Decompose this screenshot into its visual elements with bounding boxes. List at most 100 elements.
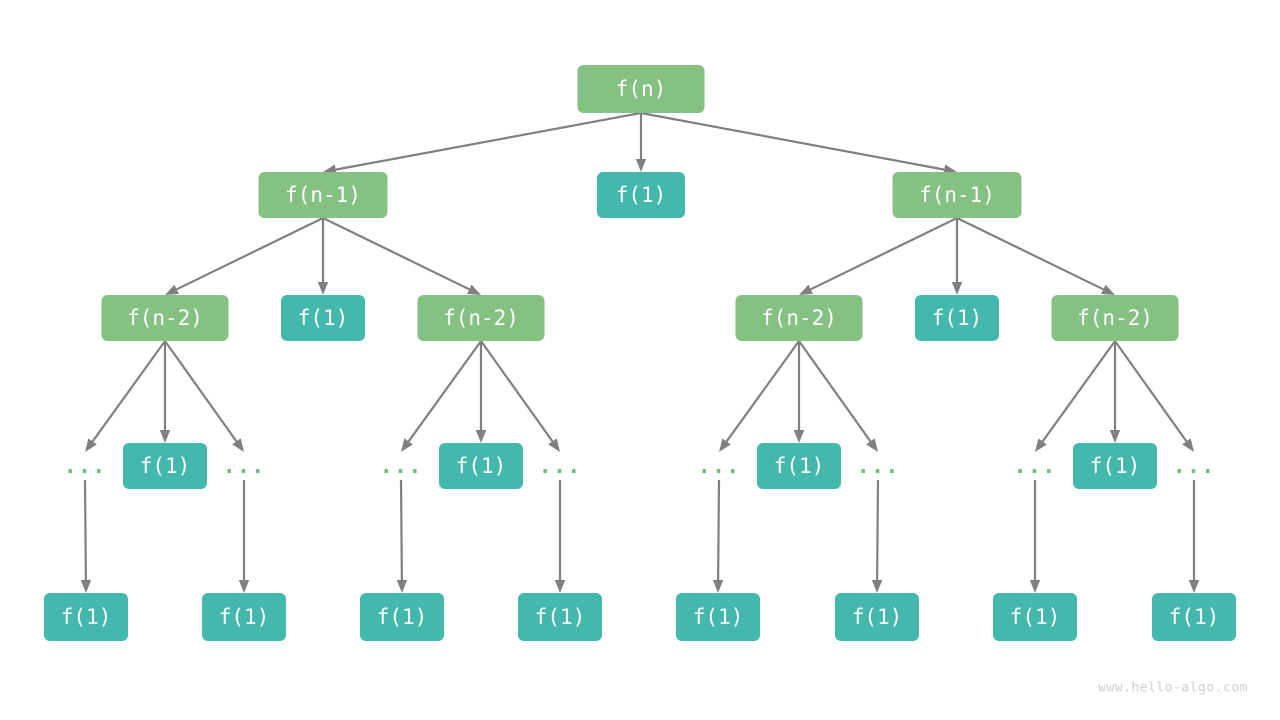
node-background <box>1152 593 1236 641</box>
node-label: f(1) <box>852 605 903 629</box>
edge-arrowhead-icon <box>1029 580 1041 593</box>
node-label: f(1) <box>535 605 586 629</box>
edge-arrowhead-icon <box>554 580 566 593</box>
node-label: f(1) <box>1010 605 1061 629</box>
tree-edge <box>1188 480 1200 593</box>
node-background <box>915 295 999 341</box>
tree-node-base-case[interactable]: f(1) <box>676 593 760 641</box>
tree-edge <box>165 217 324 295</box>
edge-arrowhead-icon <box>1035 438 1047 452</box>
tree-edge <box>396 479 408 593</box>
edge-arrowhead-icon <box>1109 430 1121 443</box>
edge-arrowhead-icon <box>951 282 963 295</box>
tree-node-recursive[interactable]: f(n-2) <box>1051 295 1179 341</box>
edge-line <box>1114 340 1188 443</box>
tree-node-recursive[interactable]: f(n) <box>577 65 705 113</box>
tree-node-base-case[interactable]: f(1) <box>993 593 1077 641</box>
node-background <box>1073 443 1157 489</box>
edge-arrowhead-icon <box>799 284 813 295</box>
edge-arrowhead-icon <box>548 438 560 452</box>
ellipsis-node[interactable]: ... <box>223 454 266 479</box>
edge-line <box>322 217 470 291</box>
edge-line <box>399 479 403 581</box>
edge-line <box>810 217 958 291</box>
watermark-label: www.hello-algo.com <box>1098 681 1248 696</box>
edge-arrowhead-icon <box>232 438 244 452</box>
tree-node-base-case[interactable]: f(1) <box>123 443 207 489</box>
tree-node-recursive[interactable]: f(n-1) <box>258 172 388 218</box>
edge-line <box>335 111 642 171</box>
tree-edge <box>322 217 481 295</box>
edge-arrowhead-icon <box>871 579 883 593</box>
edge-line <box>640 111 945 171</box>
ellipsis-node[interactable]: ... <box>857 454 900 479</box>
tree-node-recursive[interactable]: f(n-1) <box>892 172 1022 218</box>
tree-node-base-case[interactable]: f(1) <box>835 593 919 641</box>
tree-edge <box>712 479 724 593</box>
tree-edge <box>159 341 171 443</box>
ellipsis-label: ... <box>64 454 107 479</box>
ellipsis-node[interactable]: ... <box>698 454 741 479</box>
tree-node-base-case[interactable]: f(1) <box>597 172 685 218</box>
tree-edge <box>164 340 244 452</box>
tree-node-base-case[interactable]: f(1) <box>281 295 365 341</box>
ellipsis-node[interactable]: ... <box>539 454 582 479</box>
tree-node-base-case[interactable]: f(1) <box>1073 443 1157 489</box>
tree-edge <box>635 113 647 172</box>
edge-line <box>798 340 872 443</box>
edge-line <box>717 479 721 581</box>
tree-node-base-case[interactable]: f(1) <box>1152 593 1236 641</box>
edge-arrowhead-icon <box>635 159 647 172</box>
tree-edge <box>719 340 800 452</box>
tree-edge <box>1035 340 1116 452</box>
ellipsis-node[interactable]: ... <box>380 454 423 479</box>
tree-node-base-case[interactable]: f(1) <box>360 593 444 641</box>
tree-node-base-case[interactable]: f(1) <box>757 443 841 489</box>
edge-arrowhead-icon <box>866 438 878 452</box>
tree-node-base-case[interactable]: f(1) <box>518 593 602 641</box>
edge-line <box>176 217 324 291</box>
ellipsis-label: ... <box>1173 454 1216 479</box>
node-background <box>123 443 207 489</box>
tree-node-recursive[interactable]: f(n-2) <box>735 295 863 341</box>
tree-edge <box>640 111 957 175</box>
tree-edge <box>323 111 642 175</box>
edge-arrowhead-icon <box>1188 580 1200 593</box>
node-label: f(n-2) <box>761 306 837 330</box>
ellipsis-node[interactable]: ... <box>1173 454 1216 479</box>
node-background <box>360 593 444 641</box>
ellipsis-label: ... <box>380 454 423 479</box>
edge-arrowhead-icon <box>317 282 329 295</box>
tree-node-recursive[interactable]: f(n-2) <box>101 295 229 341</box>
edge-line <box>956 217 1104 291</box>
tree-edge <box>85 340 166 452</box>
node-label: f(1) <box>456 454 507 478</box>
node-background <box>44 593 128 641</box>
tree-node-base-case[interactable]: f(1) <box>44 593 128 641</box>
node-label: f(1) <box>377 605 428 629</box>
edge-arrowhead-icon <box>1182 438 1194 452</box>
node-background <box>993 593 1077 641</box>
tree-node-base-case[interactable]: f(1) <box>915 295 999 341</box>
edge-arrowhead-icon <box>80 579 92 593</box>
node-background <box>202 593 286 641</box>
tree-node-base-case[interactable]: f(1) <box>202 593 286 641</box>
edge-layer <box>80 111 1200 593</box>
tree-edge <box>80 479 92 593</box>
edge-line <box>407 340 482 443</box>
node-background <box>676 593 760 641</box>
tree-node-recursive[interactable]: f(n-2) <box>417 295 545 341</box>
edge-line <box>83 479 87 581</box>
tree-node-base-case[interactable]: f(1) <box>439 443 523 489</box>
ellipsis-node[interactable]: ... <box>1014 454 1057 479</box>
node-layer: f(n) f(n-1) f(1) f(n-1) f(n-2) f(1) f(n-2) f(n-… <box>44 65 1236 641</box>
node-label: f(1) <box>219 605 270 629</box>
node-background <box>735 295 863 341</box>
edge-line <box>480 340 554 443</box>
tree-edge <box>475 341 487 443</box>
edge-arrowhead-icon <box>159 430 171 443</box>
node-background <box>757 443 841 489</box>
edge-arrowhead-icon <box>85 438 97 452</box>
ellipsis-node[interactable]: ... <box>64 454 107 479</box>
